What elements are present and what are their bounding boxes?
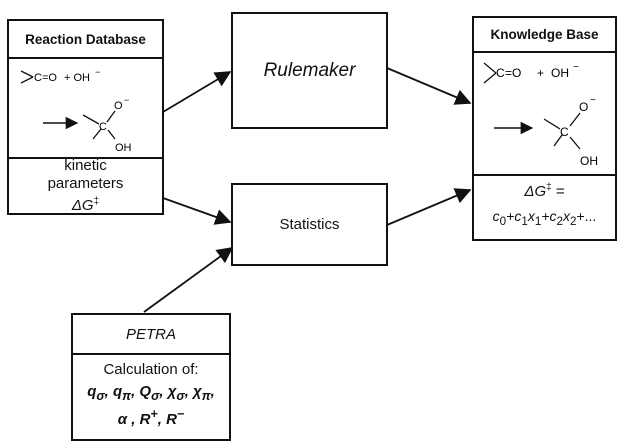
arrow-db-to-statistics [162,197,232,225]
kinetic-params: kinetic parameters ΔG‡ [9,157,162,214]
eq-charge: − [95,67,100,77]
knowledge-base-box: Knowledge Base C =O + OH − C O − OH ΔG‡ … [472,16,617,241]
petra-title: PETRA [125,325,176,343]
eq-plus-oh: + OH [64,72,90,84]
kinetic-label: kinetic [64,157,107,174]
petra-box: PETRA Calculation of: qσ, qπ, Qσ, χσ, χπ… [71,313,231,441]
arrow-rulemaker-to-kb [386,67,472,105]
product-o: O [114,100,123,112]
kb-formula-lhs: ΔG‡ = [524,182,565,200]
kb-eq-charge: − [573,62,579,73]
kb-product-o: O [579,100,588,114]
product-charge: − [124,95,129,105]
kb-eq-plus: + [537,66,544,80]
product-oh: OH [115,142,132,154]
statistics-box: Statistics [231,183,388,266]
statistics-label: Statistics [279,216,340,233]
kb-product-charge: − [590,95,596,106]
arrow-petra-to-statistics [143,247,234,313]
knowledge-base-title: Knowledge Base [490,27,599,42]
rulemaker-box: Rulemaker [231,12,388,129]
eq-carbon: C [34,72,42,84]
reaction-database-title: Reaction Database [25,31,146,47]
reaction-database-box: Reaction Database C =O + OH − C O − OH k… [7,19,164,215]
divider [474,51,615,53]
arrow-statistics-to-kb [386,188,472,226]
calc-heading: Calculation of: [103,361,199,378]
calc-row-2: α , R+, R− [117,407,185,428]
kb-formula-rhs: c0+c1x1+c2x2+... [492,208,597,228]
kb-product-oh: OH [580,154,598,168]
arrow-db-to-rulemaker [162,71,232,113]
delta-g: ΔG‡ [71,196,100,214]
product-carbon: C [99,121,107,133]
reaction-equation: C =O + OH − C O − OH [20,67,132,154]
kb-eq-carbon: C [496,66,505,80]
calc-row-1: qσ, qπ, Qσ, χσ, χπ, [87,383,215,403]
rulemaker-label: Rulemaker [263,59,356,81]
kb-product-carbon: C [560,125,569,139]
kb-eq-oh: OH [551,66,569,80]
kb-eq-double-o: =O [505,66,521,80]
kb-equation: C =O + OH − C O − OH [483,62,598,168]
divider [73,353,229,355]
divider [9,157,162,159]
eq-double-o: =O [42,72,57,84]
divider [9,57,162,59]
parameters-label: parameters [47,175,124,192]
divider [474,174,615,176]
